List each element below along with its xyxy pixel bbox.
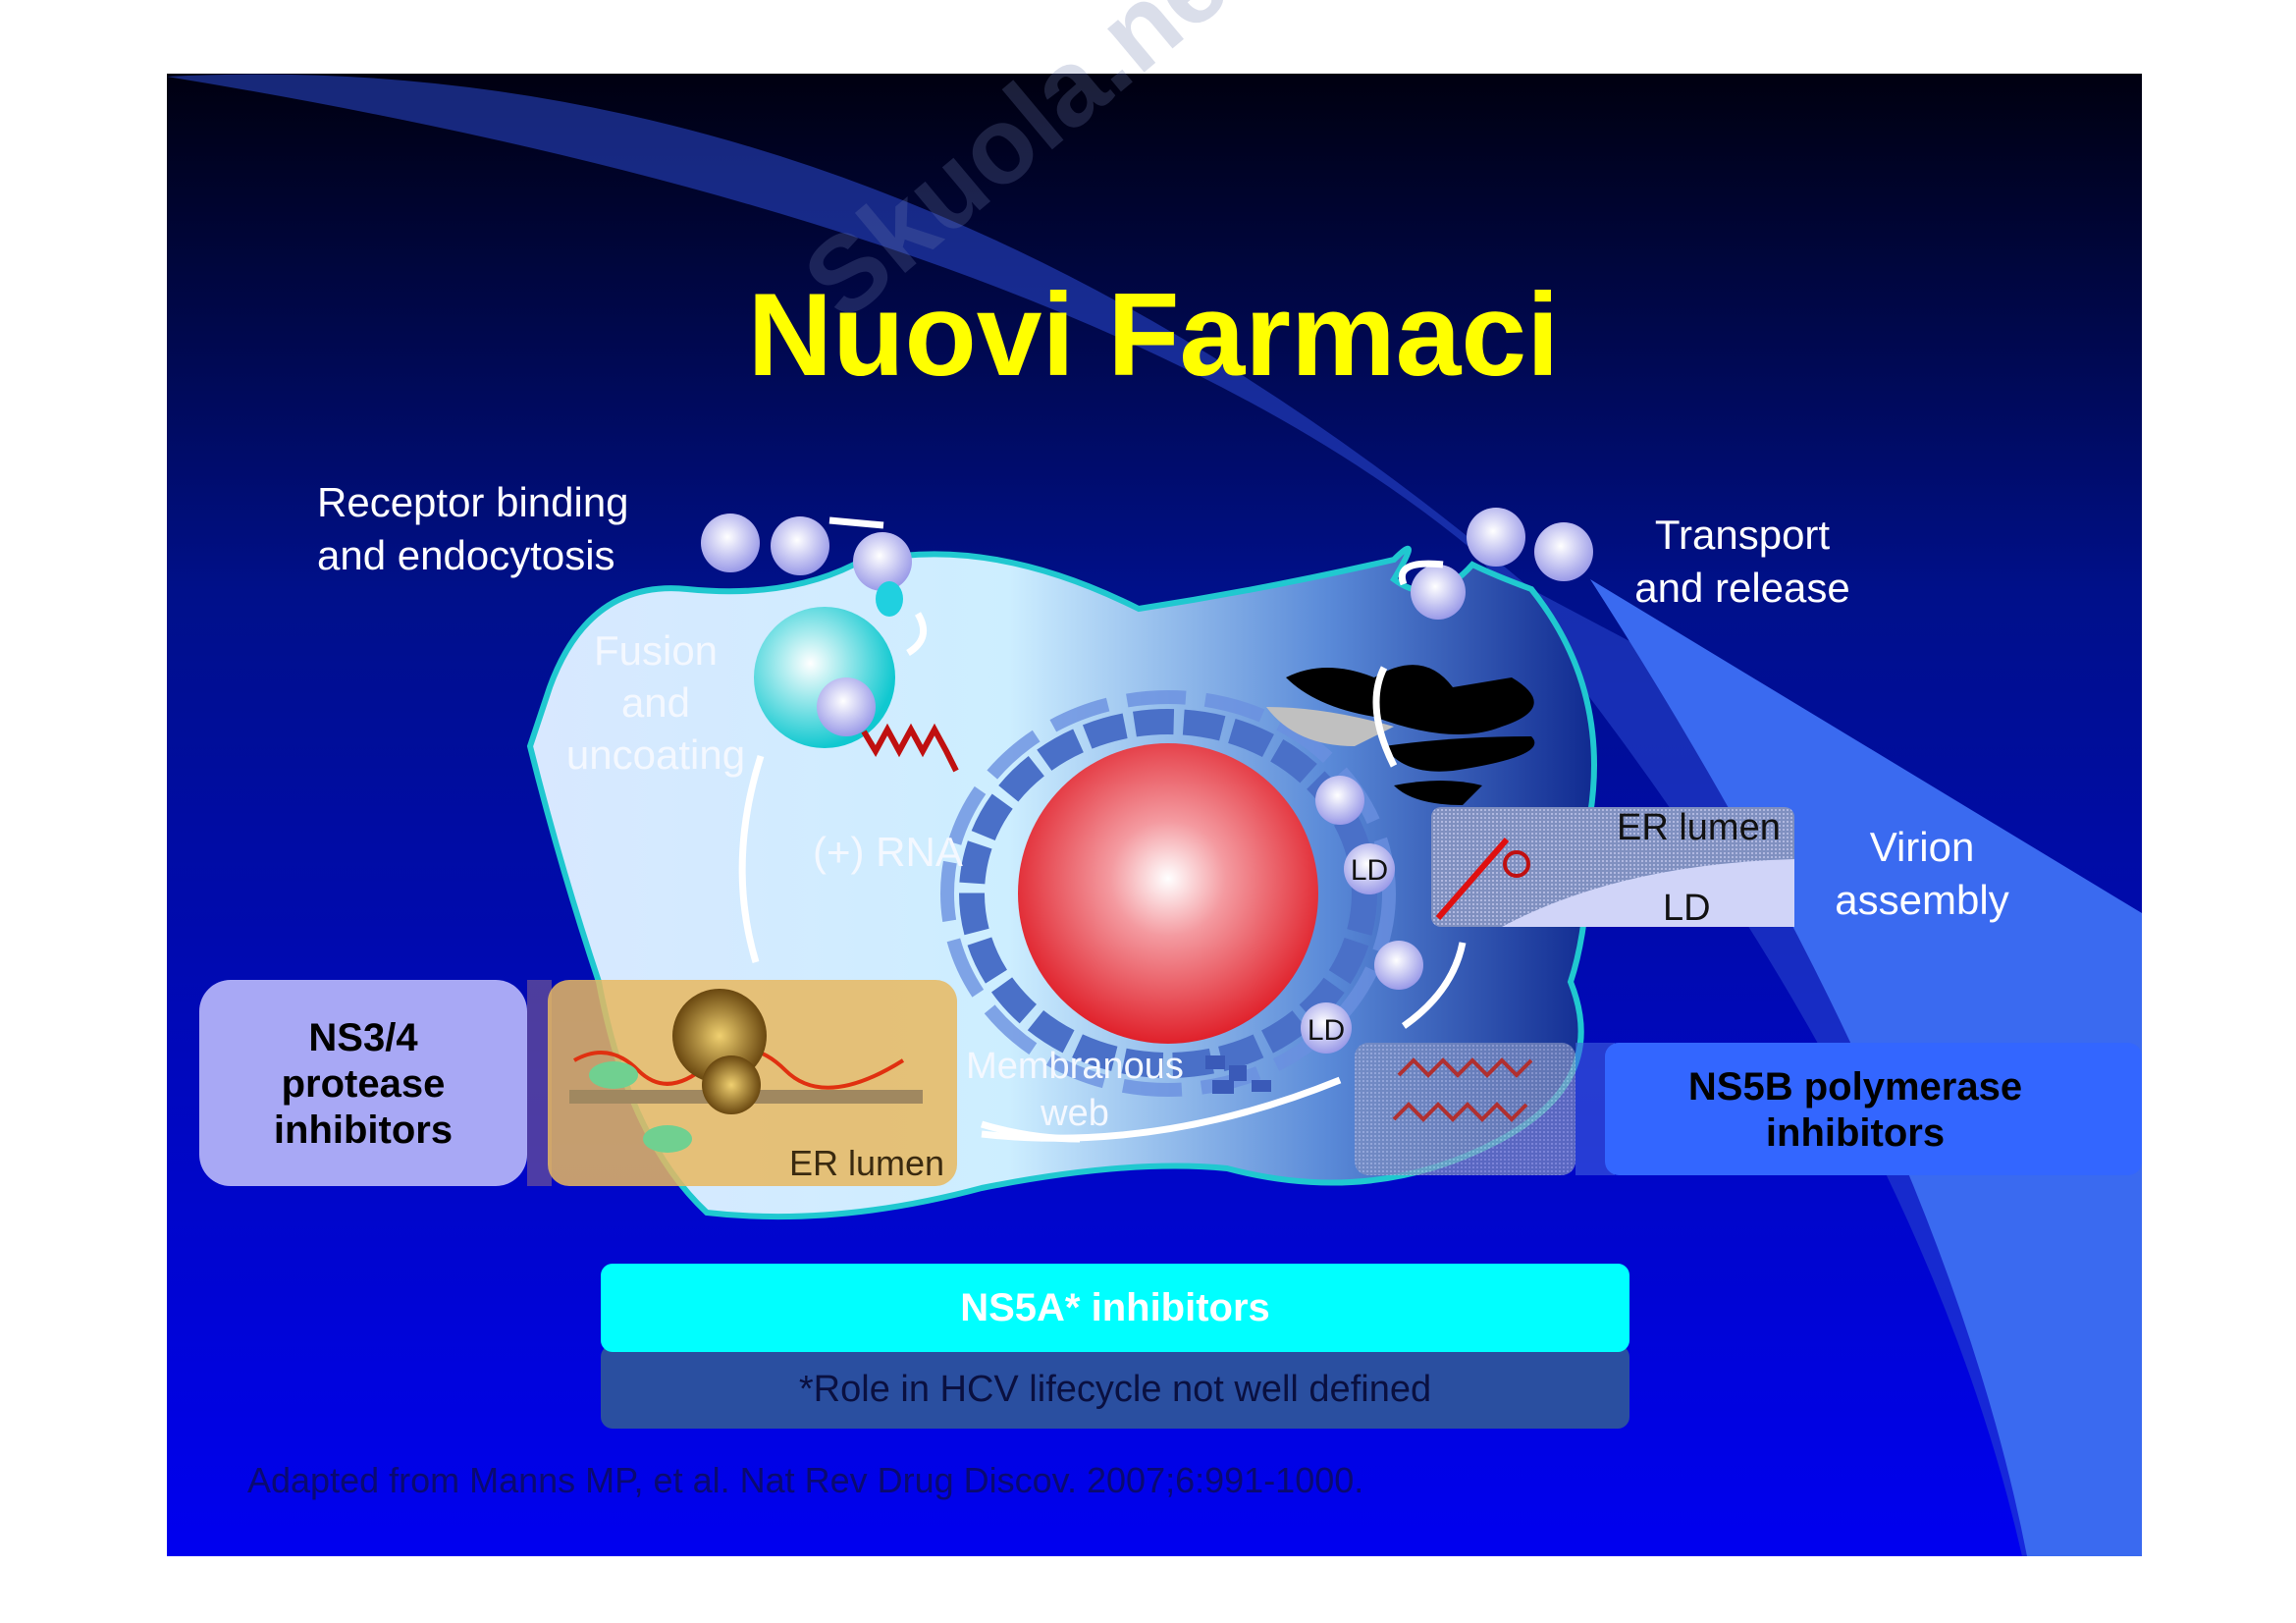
label-ld-1: LD — [1351, 854, 1388, 887]
rna-replication-2 — [1392, 1102, 1528, 1122]
label-virion: Virion — [1870, 824, 1975, 870]
lipid-droplet-shape — [1502, 859, 1794, 927]
capsid-icon — [1503, 850, 1530, 878]
ribosome-small-icon — [702, 1055, 761, 1114]
ns5a-note: *Role in HCV lifecycle not well defined — [799, 1369, 1431, 1410]
ns5a-box — [601, 1264, 1629, 1352]
label-and: and — [621, 679, 690, 726]
golgi-icon — [1266, 665, 1535, 805]
label-assembly: assembly — [1835, 877, 2008, 923]
ns5b-box — [1605, 1043, 2142, 1175]
ns5a-label: NS5A* inhibitors — [960, 1286, 1270, 1329]
label-transport: Transport — [1655, 512, 1831, 558]
endosome — [754, 607, 895, 748]
label-membranous: Membranous — [966, 1046, 1184, 1087]
protein-icon-2 — [643, 1125, 692, 1153]
label-rna: (+) RNA — [813, 829, 963, 875]
ns5b-label-2: inhibitors — [1766, 1111, 1945, 1155]
ns5a-note-box — [601, 1345, 1629, 1429]
rna-replication — [1397, 1057, 1533, 1078]
label-ld-2: LD — [1308, 1014, 1345, 1047]
rna-strand — [861, 723, 959, 773]
label-er-lumen-left: ER lumen — [789, 1143, 944, 1183]
label-ld-box: LD — [1663, 888, 1711, 929]
rna-strand-assembly — [1435, 838, 1510, 920]
protein-icon — [589, 1061, 638, 1089]
membranous-web-icon — [1205, 1055, 1271, 1094]
label-uncoating: uncoating — [566, 731, 745, 778]
label-receptor-binding: Receptor binding — [317, 479, 629, 525]
label-release: and release — [1634, 565, 1850, 611]
virion-particles — [701, 508, 1593, 1054]
ns34-connector — [527, 980, 552, 1186]
label-er-lumen-right: ER lumen — [1617, 807, 1781, 848]
label-fusion: Fusion — [594, 627, 718, 674]
ns34-box — [199, 980, 527, 1186]
label-web: web — [1040, 1093, 1109, 1134]
receptor-icon — [876, 581, 903, 617]
virion-uncoating — [817, 677, 876, 736]
ns34-label-1: NS3/4 — [308, 1016, 418, 1059]
label-endocytosis: and endocytosis — [317, 532, 615, 578]
citation: Adapted from Manns MP, et al. Nat Rev Dr… — [247, 1460, 1363, 1500]
ns34-label-3: inhibitors — [274, 1109, 453, 1152]
arrows — [738, 516, 1467, 1143]
ns34-label-2: protease — [282, 1062, 446, 1106]
ns5b-label-1: NS5B polymerase — [1688, 1065, 2022, 1109]
page-title: Nuovi Farmaci — [748, 269, 1560, 401]
